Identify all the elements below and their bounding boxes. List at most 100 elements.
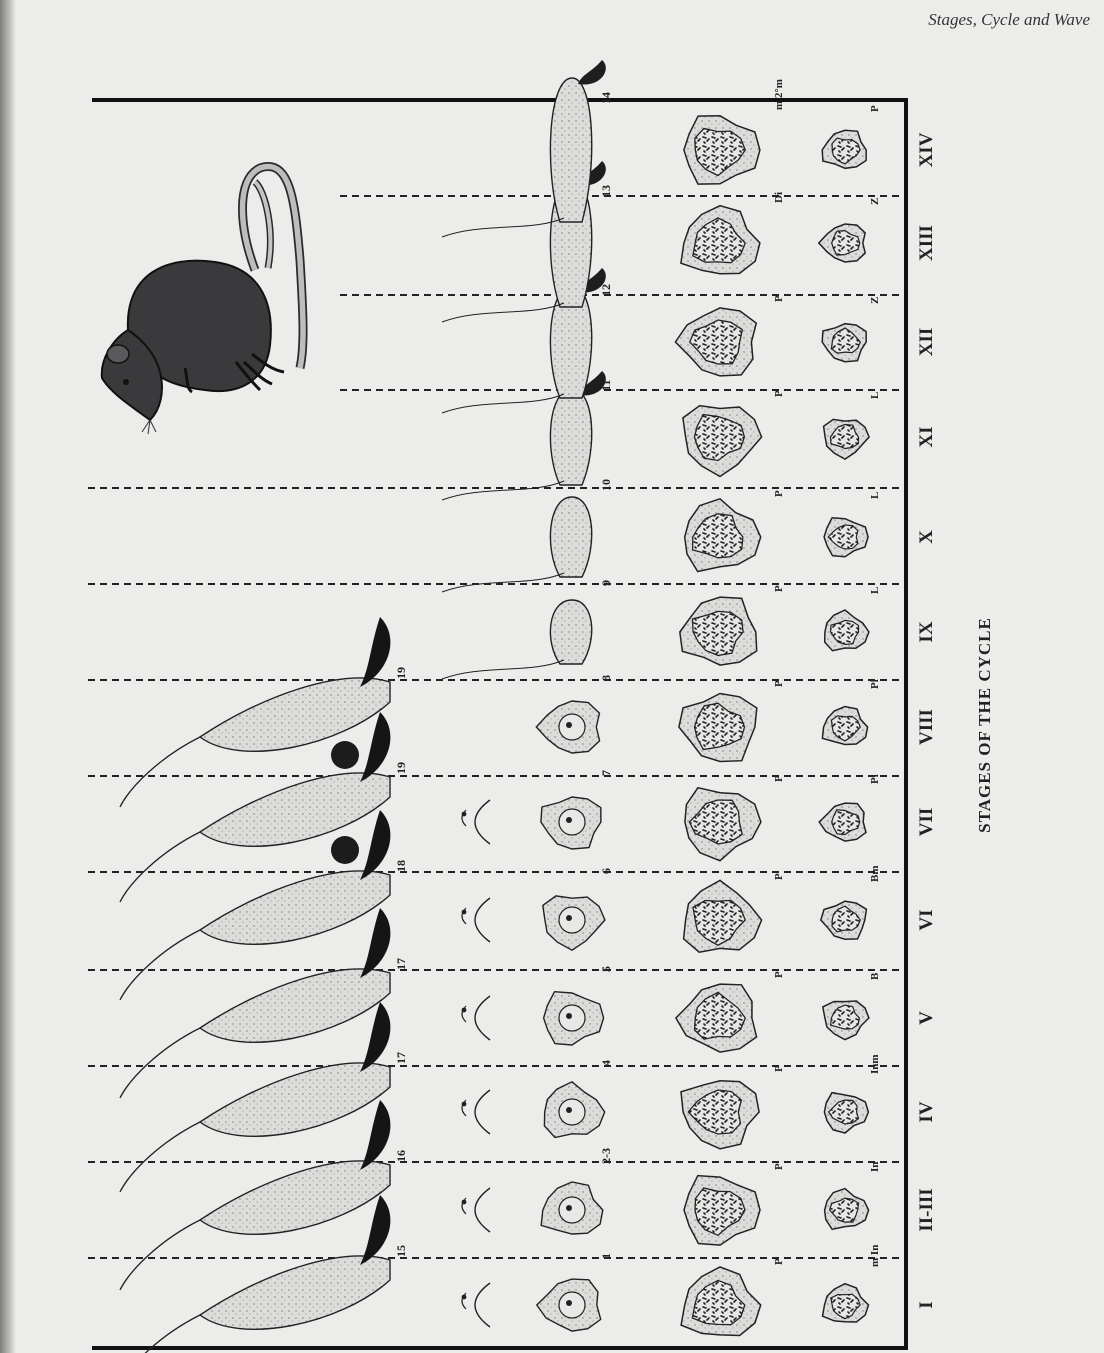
spermatogonium-label: B — [869, 972, 881, 980]
acrosome-cap — [475, 1283, 490, 1327]
mouse-illustration — [102, 167, 303, 434]
stage-numeral: II-III — [916, 1188, 937, 1231]
spermatogonium-label: Inm — [869, 1054, 881, 1074]
elongated-spermatid — [200, 678, 390, 751]
stage-numeral: XI — [916, 426, 937, 447]
spermatid-flagellum — [442, 481, 564, 500]
stage-numeral: XIII — [916, 225, 937, 261]
acrosome-cap — [475, 1188, 490, 1232]
spermatid-flagellum — [442, 218, 564, 237]
spermatid-flagellum — [120, 930, 200, 1000]
stage-column: XII Z P 12 — [442, 268, 937, 413]
spermatocyte-label: P — [773, 585, 785, 592]
elongated-figure-number: 17 — [394, 1052, 408, 1064]
spermatid-head — [360, 1195, 390, 1265]
spermatid-head — [360, 617, 390, 687]
spermatogonium-label: m In — [869, 1245, 881, 1267]
elongated-spermatid — [200, 773, 390, 846]
stage-numeral: VII — [916, 808, 937, 837]
spermatid-head — [578, 60, 606, 85]
spermatid-figure-number: 8 — [599, 675, 613, 681]
stage-numeral: VIII — [916, 709, 937, 745]
stage-column: VIIIPlP819 — [120, 617, 937, 807]
stage-numeral: V — [916, 1011, 937, 1025]
spermatid-figure-number: 10 — [599, 479, 613, 491]
stage-numeral: XIV — [916, 132, 937, 167]
spermatocyte-label: Di — [773, 192, 785, 203]
spermatid-nucleus — [559, 1099, 585, 1125]
spermatid-nucleus — [559, 1292, 585, 1318]
spermatid-head — [360, 712, 390, 782]
elongated-spermatid — [200, 871, 390, 944]
spermatid-figure-number: 14 — [599, 92, 613, 104]
elongated-figure-number: 15 — [394, 1245, 408, 1257]
spermatid-nucleus — [559, 1197, 585, 1223]
spermatocyte-label: P — [773, 390, 785, 397]
spermatid-figure-number: 5 — [599, 966, 613, 972]
acrosome-cap — [475, 1090, 490, 1134]
spermatocyte-label: P — [773, 873, 785, 880]
spermatogonium-label: In — [869, 1162, 881, 1172]
spermatid-flagellum — [442, 573, 564, 592]
spermatocyte-label: P — [773, 1258, 785, 1265]
spermatid-flagellum — [442, 660, 564, 679]
spermatid-figure-number: 12 — [599, 284, 613, 296]
spermatid-head — [360, 1100, 390, 1170]
acrosome-cap — [475, 898, 490, 942]
spermatid-head — [360, 908, 390, 978]
stage-column: IX L P 9 — [442, 580, 937, 679]
spermatid-flagellum — [120, 737, 200, 807]
spermatogonium-label: L — [869, 392, 881, 399]
stage-numeral: XII — [916, 328, 937, 357]
elongated-figure-number: 19 — [394, 762, 408, 774]
elongated-figure-number: 19 — [394, 667, 408, 679]
spermatocyte-label: P — [773, 680, 785, 687]
spermatid-figure-number: 7 — [599, 770, 613, 776]
elongating-spermatid — [550, 497, 591, 577]
residual-body — [331, 741, 359, 769]
elongated-spermatid — [200, 1256, 390, 1329]
spermatid-head — [360, 1002, 390, 1072]
spermatogonium-label: Pl — [869, 774, 881, 784]
spermatid-flagellum — [442, 303, 564, 322]
elongating-spermatid — [550, 78, 591, 222]
elongated-figure-number: 16 — [394, 1150, 408, 1162]
spermatogonium-label: Bm — [869, 866, 881, 883]
stage-numeral: IV — [916, 1101, 937, 1122]
spermatid-nucleus — [559, 1005, 585, 1031]
spermatogonium-label: L — [869, 587, 881, 594]
spermatocyte-label: P — [773, 490, 785, 497]
axis-title: STAGES OF THE CYCLE — [975, 617, 994, 833]
spermatocyte-label: P — [773, 775, 785, 782]
spermatocyte-label: P — [773, 971, 785, 978]
spermatid-figure-number: 13 — [599, 185, 613, 197]
elongated-spermatid — [200, 969, 390, 1042]
stage-numeral: I — [916, 1301, 937, 1308]
stage-numeral: IX — [916, 621, 937, 642]
spermatid-figure-number: 4 — [599, 1060, 613, 1066]
spermatid-figure-number: 1 — [599, 1253, 613, 1259]
stage-column: XIII Z Di 13 — [442, 161, 937, 322]
spermatid-figure-number: 6 — [599, 868, 613, 874]
spermatid-nucleus — [559, 907, 585, 933]
spermatid-flagellum — [120, 1028, 200, 1098]
spermatocyte-label: P — [773, 1163, 785, 1170]
elongated-figure-number: 18 — [394, 860, 408, 872]
elongated-figure-number: 17 — [394, 958, 408, 970]
spermatid-flagellum — [120, 832, 200, 902]
spermatid-head — [360, 810, 390, 880]
residual-body — [331, 836, 359, 864]
spermatid-figure-number: 11 — [599, 380, 613, 391]
elongating-spermatid — [550, 389, 591, 485]
spermatogonium-label: Z — [869, 297, 881, 304]
stage-numeral: VI — [916, 909, 937, 930]
spermatogonium-label: Pl — [869, 679, 881, 689]
spermatid-flagellum — [120, 1122, 200, 1192]
elongated-spermatid — [200, 1063, 390, 1136]
elongated-spermatid — [200, 1161, 390, 1234]
spermatid-figure-number: 9 — [599, 580, 613, 586]
spermatid-flagellum — [120, 1220, 200, 1290]
spermatogonium-label: P — [869, 105, 881, 112]
